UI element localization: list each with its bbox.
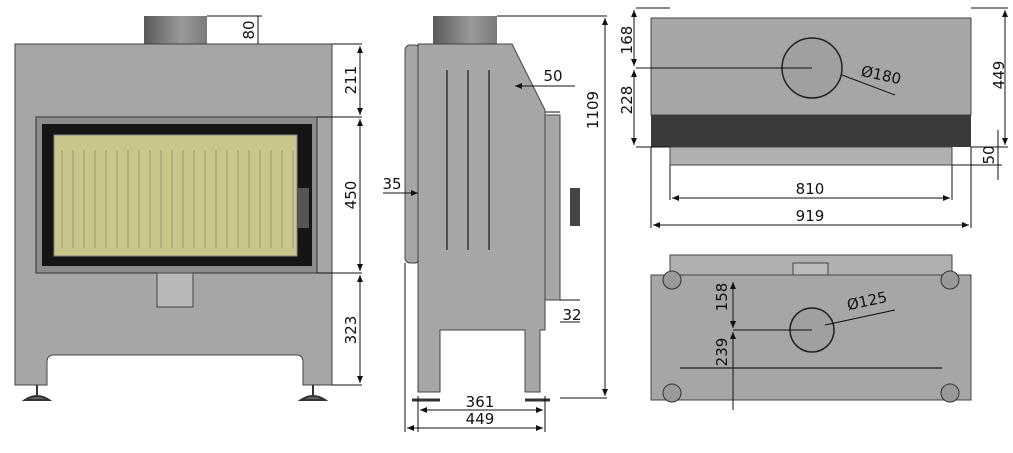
dim-frame-width: 810 bbox=[796, 180, 825, 198]
dim-top-section: 211 bbox=[342, 66, 360, 95]
feet bbox=[21, 385, 329, 401]
front-view: 80 211 450 323 bbox=[14, 15, 363, 401]
dim-top-depth: 449 bbox=[990, 61, 1008, 90]
dim-bottom-section: 323 bbox=[342, 316, 360, 345]
dim-air-inlet-from-front: 158 bbox=[713, 283, 731, 312]
dim-flue-to-front: 228 bbox=[618, 86, 636, 115]
dim-door-height: 450 bbox=[342, 181, 360, 210]
side-flue-pipe bbox=[433, 16, 497, 44]
top-view: 168 228 Ø180 449 50 810 919 bbox=[618, 7, 1008, 228]
dim-door-offset: 32 bbox=[562, 306, 581, 324]
bottom-view: 158 239 Ø125 bbox=[650, 254, 972, 410]
dim-leg-span: 361 bbox=[466, 393, 495, 411]
side-view: 35 50 1109 32 361 449 bbox=[382, 15, 608, 432]
dim-back-offset: 35 bbox=[382, 175, 401, 193]
dim-depth: 449 bbox=[466, 410, 495, 428]
dim-total-width: 919 bbox=[796, 207, 825, 225]
ash-pan bbox=[156, 272, 194, 308]
dim-top-step: 50 bbox=[543, 67, 562, 85]
side-door bbox=[544, 114, 561, 301]
dim-frame-depth: 50 bbox=[980, 145, 998, 164]
top-front-band bbox=[651, 115, 971, 147]
dim-air-inlet-to-back: 239 bbox=[713, 338, 731, 367]
flue-pipe bbox=[144, 16, 207, 44]
dim-total-height: 1109 bbox=[584, 91, 602, 129]
side-handle bbox=[570, 188, 580, 226]
dim-flue-from-back: 168 bbox=[618, 26, 636, 55]
top-frame bbox=[669, 146, 953, 166]
firebrick-panel bbox=[53, 134, 298, 257]
dim-flue-height: 80 bbox=[240, 20, 258, 39]
side-body bbox=[417, 43, 546, 393]
door-handle bbox=[297, 188, 309, 228]
